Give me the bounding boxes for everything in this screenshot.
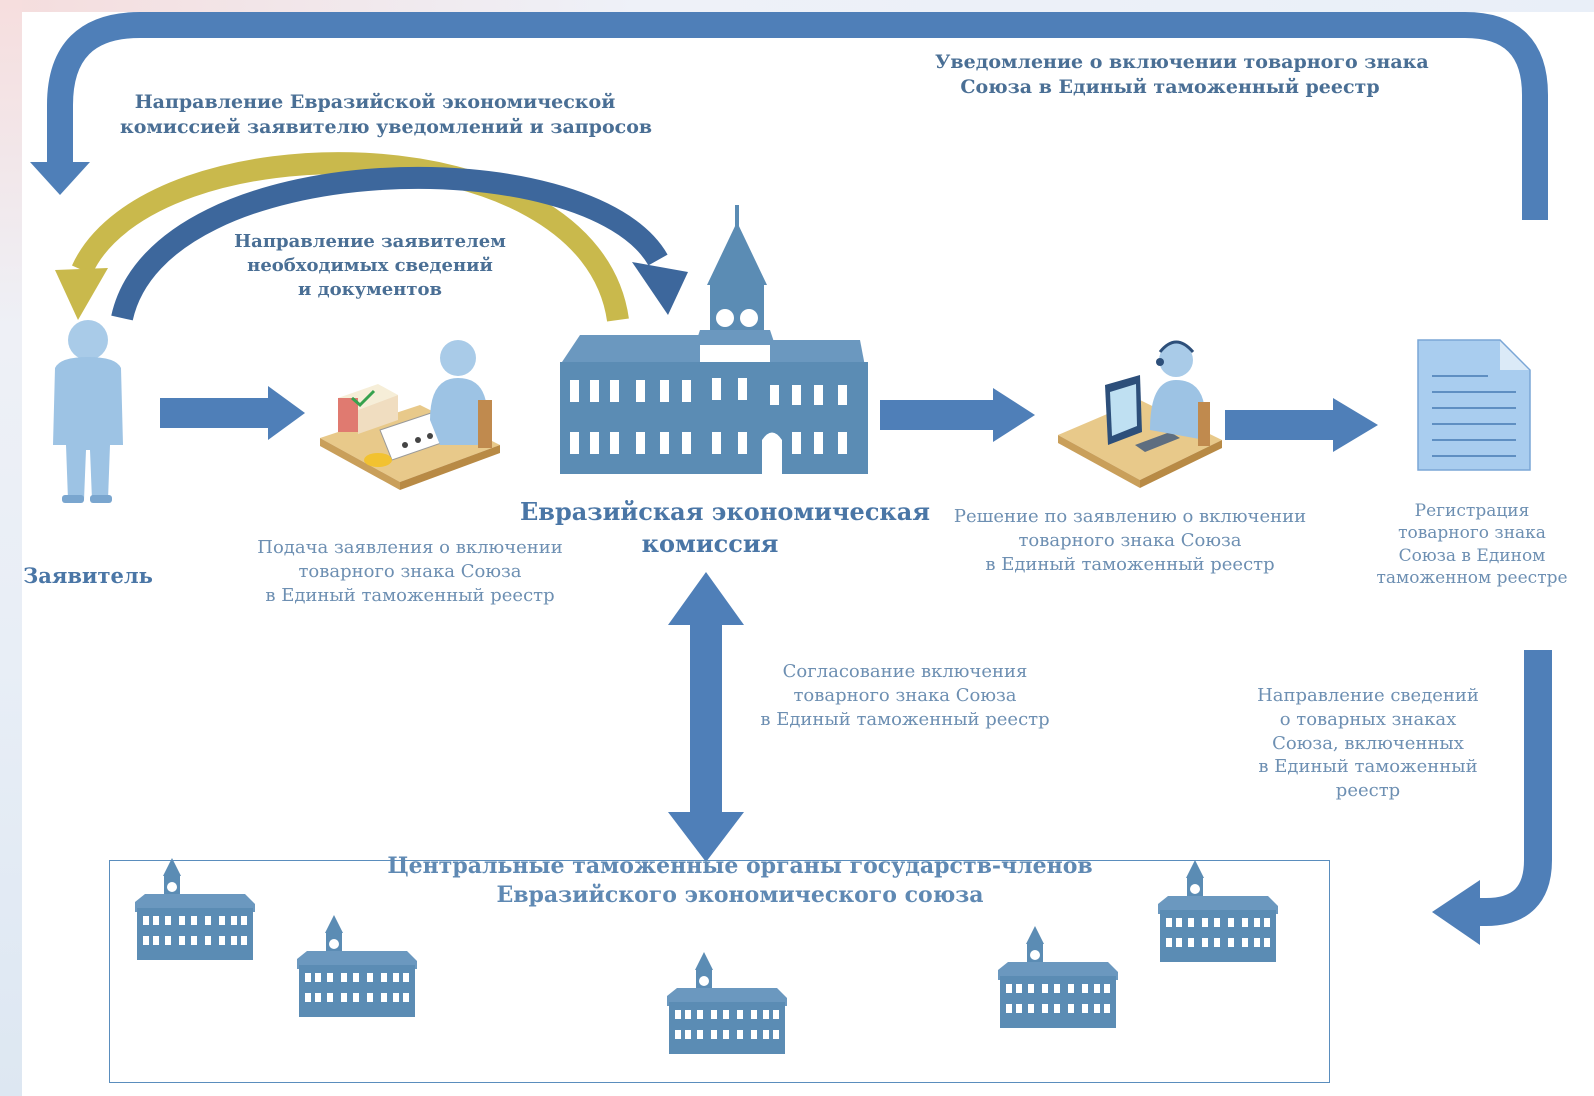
applicant-label: Заявитель [23,563,153,588]
registry-document-icon [1417,339,1531,471]
top-loop-arrow [30,12,1548,220]
coordination-double-arrow [668,572,744,862]
customs-bodies-frame [109,860,1330,1083]
customs-bodies-label: Центральные таможенные органы государств… [387,853,1093,909]
operator-computer-icon [1058,340,1222,488]
gold-arc-arrow [55,152,629,322]
background-edge-top [0,0,1594,12]
blue-arc-arrow [111,166,688,321]
arrow-decision-to-registry [1225,398,1378,452]
arrow-commission-to-decision [880,388,1035,442]
return-arrow-right [1432,650,1552,945]
background-edge-left [0,0,22,1096]
applicant-person-icon [53,320,123,503]
desk-worker-icon [320,340,500,490]
commission-building-icon [560,205,868,474]
arrow-applicant-to-filing [160,386,305,440]
